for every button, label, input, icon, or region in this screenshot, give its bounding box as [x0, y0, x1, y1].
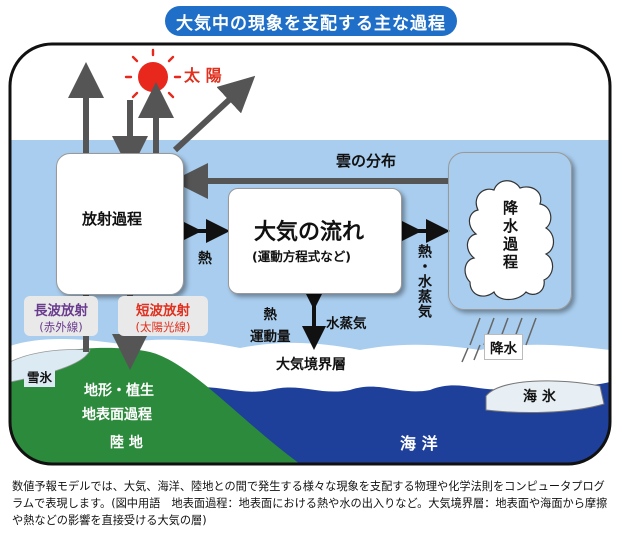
- longwave-radiation-badge: 長波放射 (赤外線): [24, 296, 98, 336]
- caption-text: 数値予報モデルでは、大気、海洋、陸地との間で発生する様々な現象を支配する物理や化…: [12, 480, 608, 527]
- longwave-sub: (赤外線): [39, 320, 83, 334]
- precipitation-badge: 降水: [484, 334, 523, 360]
- boundary-layer-label: 大気境界層: [276, 357, 346, 373]
- sun-label: 太 陽: [184, 66, 222, 85]
- sea-ice-label: 海 氷: [523, 389, 556, 405]
- shortwave-title: 短波放射: [136, 303, 190, 319]
- shortwave-radiation-badge: 短波放射 (太陽光線): [118, 296, 208, 336]
- radiation-process-label: 放射過程: [82, 210, 143, 228]
- precipitation-streaks: [461, 317, 537, 363]
- precipitation-process-box: [448, 152, 572, 310]
- longwave-title: 長波放射: [34, 303, 88, 319]
- land-region: [10, 347, 300, 464]
- heat-momentum-label: 熱 運動量: [250, 307, 291, 345]
- land-term-surface-process: 地表面過程: [82, 407, 152, 423]
- ocean-label: 海 洋: [400, 434, 438, 453]
- atmospheric-flow-box: [228, 188, 402, 294]
- land-term-land: 陸 地: [110, 435, 143, 451]
- cloud-icon: [464, 180, 555, 301]
- sun-disk: [138, 62, 168, 92]
- land-term-vegetation: 地形・植生: [84, 383, 154, 399]
- diagram-title: 大気中の現象を支配する主な過程: [165, 6, 457, 36]
- precipitation-process-label: 降水過程: [501, 200, 519, 272]
- frame-border: [8, 42, 612, 466]
- heat-left-label: 熱: [198, 251, 212, 267]
- atmospheric-flow-label: 大気の流れ: [254, 220, 365, 245]
- exchange-arrows: [178, 219, 450, 350]
- heat-vapor-label: 熱・水蒸気: [416, 244, 432, 319]
- radiation-process-box: [56, 153, 184, 295]
- atmospheric-flow-sublabel: (運動方程式など): [252, 249, 351, 264]
- cloud-distribution-label: 雲の分布: [336, 152, 397, 170]
- shortwave-sub: (太陽光線): [135, 320, 191, 334]
- sea-ice-region: [485, 380, 605, 413]
- snow-ice-label: 雪氷: [24, 366, 56, 387]
- water-vapor-label: 水蒸気: [326, 316, 367, 332]
